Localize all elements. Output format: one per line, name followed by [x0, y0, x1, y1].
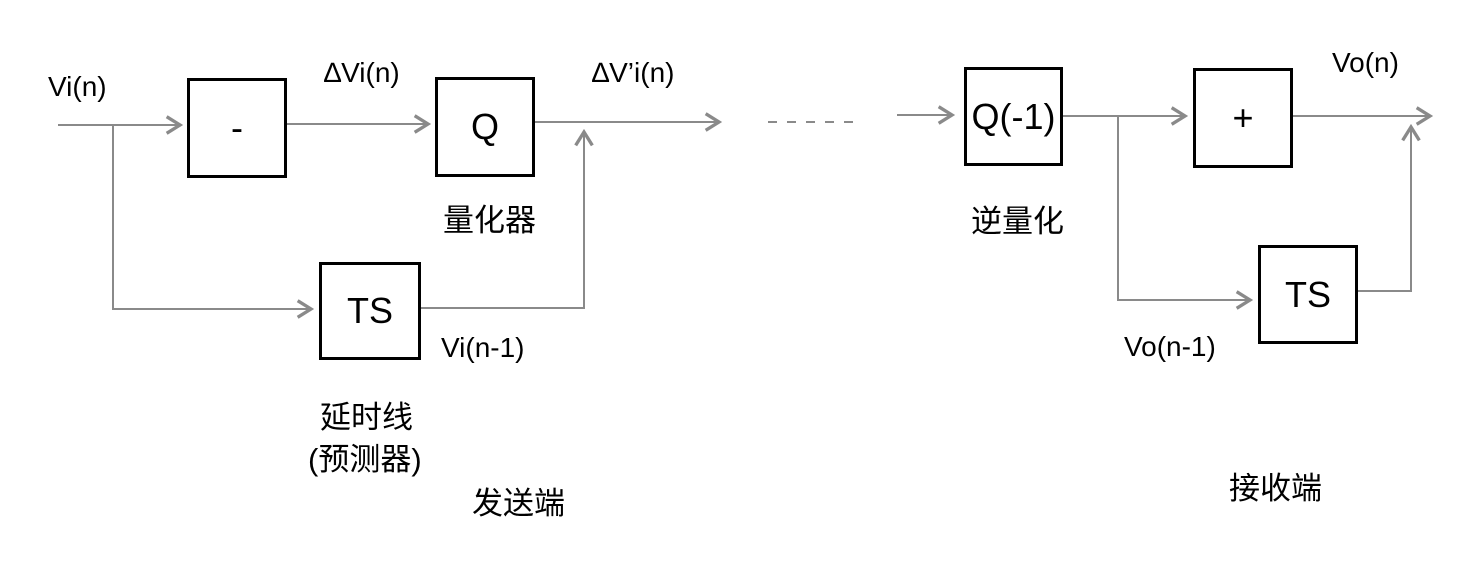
dequantizer-branch-to-delay-arrow: [1117, 117, 1254, 310]
receiver-delay-up-arrow: [1358, 123, 1421, 292]
sender-section-caption: 发送端: [472, 486, 565, 521]
input-branch-to-delay-arrow: [112, 126, 315, 319]
adder-label: +: [1232, 97, 1254, 138]
sender-delay-box: TS: [319, 262, 421, 360]
inverse-quantizer-box: Q(-1): [964, 67, 1063, 166]
quantizer-caption: 量化器: [443, 203, 536, 238]
input-signal-label: Vi(n): [48, 71, 107, 102]
delay-output-signal-label: Vi(n-1): [441, 332, 525, 363]
delay-input-signal-label: Vo(n-1): [1124, 331, 1216, 362]
quantizer-box: Q: [435, 77, 535, 177]
delay-feedback-up-arrow: [421, 128, 594, 309]
quantized-signal-label: ∆V’i(n): [592, 57, 675, 88]
delay-caption: 延时线: [320, 400, 413, 435]
output-signal-label: Vo(n): [1332, 47, 1399, 78]
inverse-quantizer-caption: 逆量化: [971, 204, 1064, 239]
sender-delay-label: TS: [346, 290, 393, 331]
subtractor-box: -: [187, 78, 287, 178]
receiver-delay-label: TS: [1284, 273, 1331, 315]
receiver-delay-box: TS: [1258, 245, 1358, 344]
quantizer-label: Q: [470, 106, 499, 147]
difference-signal-label: ∆Vi(n): [324, 57, 400, 88]
delay-caption-sub: (预测器): [308, 442, 422, 477]
adder-box: +: [1193, 68, 1293, 168]
inverse-quantizer-label: Q(-1): [971, 95, 1056, 137]
receiver-section-caption: 接收端: [1229, 471, 1322, 506]
subtractor-label: -: [231, 107, 243, 148]
